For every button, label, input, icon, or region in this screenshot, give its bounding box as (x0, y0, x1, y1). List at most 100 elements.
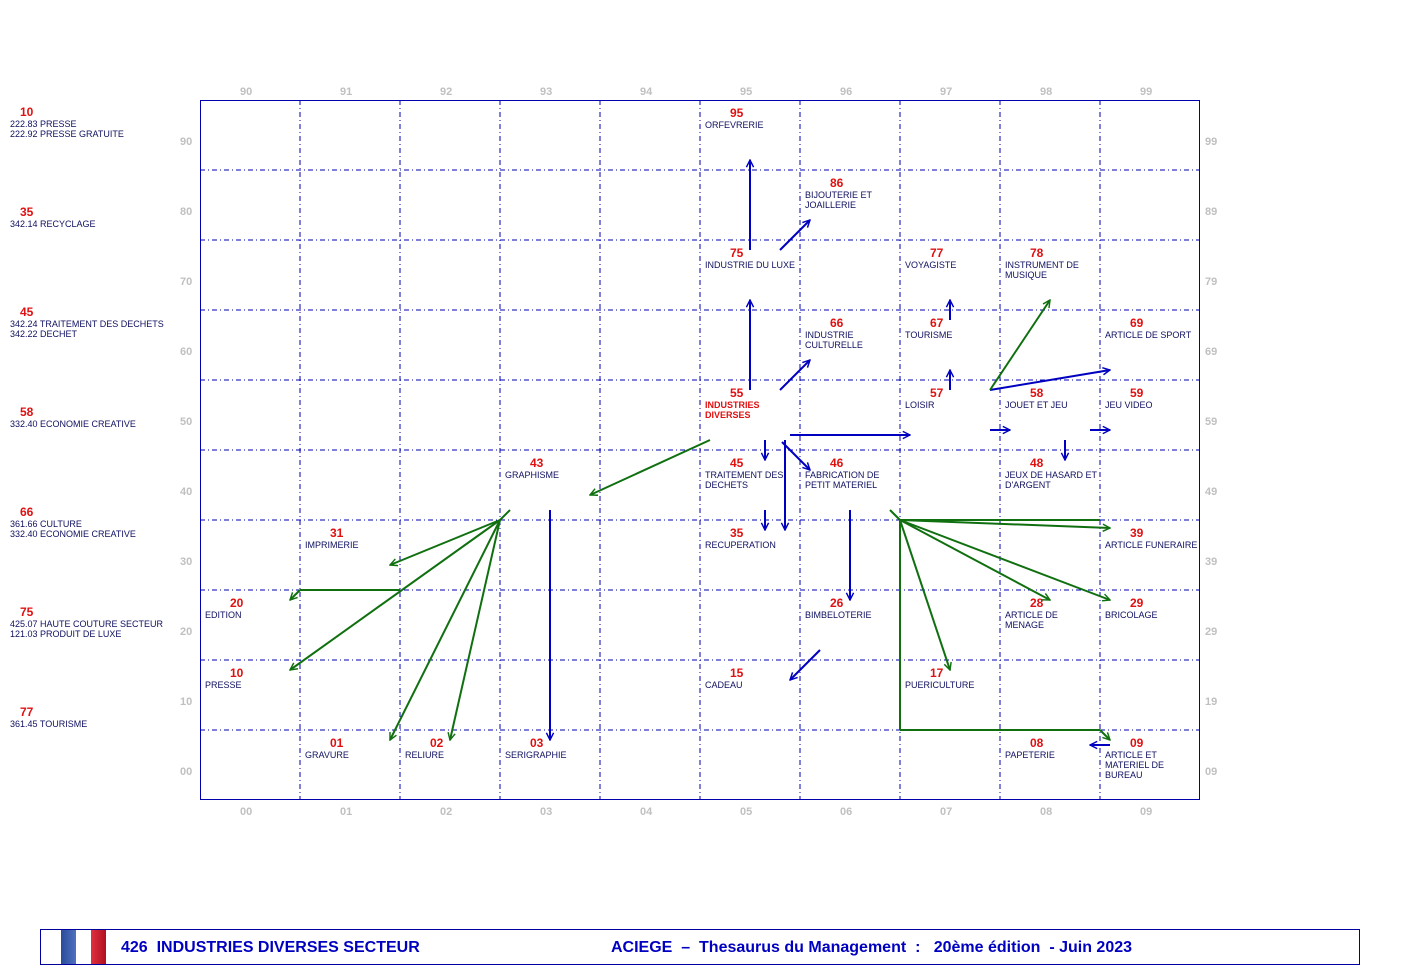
cell-label: EDITION (205, 610, 242, 620)
cell-label: GRAVURE (305, 750, 349, 760)
cell-code: 03 (530, 736, 544, 750)
cell-code: 15 (730, 666, 744, 680)
axis-label-left: 20 (180, 626, 193, 638)
axis-label-bottom: 00 (240, 806, 253, 818)
blue-arrow (989, 370, 1110, 391)
cell-code: 08 (1030, 736, 1044, 750)
axis-label-top: 96 (840, 86, 853, 98)
legend-code: 77 (20, 705, 34, 719)
legend-code: 75 (20, 605, 34, 619)
cell-label: RECUPERATION (705, 540, 776, 550)
axis-label-left: 50 (180, 416, 193, 428)
green-arrow (290, 589, 301, 600)
legend-code: 10 (20, 105, 34, 119)
green-arrow (590, 439, 711, 495)
blue-arrow (790, 649, 821, 680)
cell-label: INDUSTRIES DIVERSES (705, 400, 760, 420)
axis-label-right: 79 (1205, 276, 1218, 288)
axis-label-left: 80 (180, 206, 193, 218)
legend-line: 361.45 TOURISME (10, 719, 88, 729)
cell-label: GRAPHISME (505, 470, 560, 480)
green-arrow (899, 519, 950, 670)
cell-code: 57 (930, 386, 944, 400)
cell-label: PAPETERIE (1005, 750, 1055, 760)
footer-section-title: 426 INDUSTRIES DIVERSES SECTEUR (121, 939, 420, 956)
axis-label-top: 94 (640, 86, 653, 98)
axis-label-bottom: 07 (940, 806, 953, 818)
axis-label-bottom: 05 (740, 806, 753, 818)
blue-arrow (779, 360, 810, 391)
french-flag-icon (61, 930, 106, 964)
cell-code: 95 (730, 106, 744, 120)
axis-label-right: 69 (1205, 346, 1218, 358)
axis-label-left: 00 (180, 766, 193, 778)
legend-code: 58 (20, 405, 34, 419)
axis-label-bottom: 06 (840, 806, 853, 818)
axis-label-right: 39 (1205, 556, 1218, 568)
axis-label-left: 40 (180, 486, 193, 498)
legend-line: 361.66 CULTURE (10, 519, 82, 529)
axis-label-right: 49 (1205, 486, 1218, 498)
cell-code: 55 (730, 386, 744, 400)
cell-code: 46 (830, 456, 844, 470)
cell-code: 01 (330, 736, 344, 750)
cell-code: 02 (430, 736, 444, 750)
legend-line: 222.83 PRESSE (10, 119, 77, 129)
green-arrow (989, 300, 1050, 391)
green-arrow (899, 519, 1050, 601)
axis-label-top: 91 (340, 86, 353, 98)
cell-label: BIMBELOTERIE (805, 610, 872, 620)
legend-line: 332.40 ECONOMIE CREATIVE (10, 419, 136, 429)
legend-line: 342.14 RECYCLAGE (10, 219, 96, 229)
cell-code: 69 (1130, 316, 1144, 330)
green-arrow (450, 519, 501, 740)
green-arrow (390, 519, 501, 565)
blue-arrow (781, 441, 810, 470)
cell-label: JEU VIDEO (1105, 400, 1153, 410)
axis-label-top: 99 (1140, 86, 1153, 98)
axis-label-bottom: 08 (1040, 806, 1053, 818)
cell-label: VOYAGISTE (905, 260, 957, 270)
cell-code: 29 (1130, 596, 1144, 610)
cell-label: BRICOLAGE (1105, 610, 1158, 620)
axis-label-right: 19 (1205, 696, 1218, 708)
footer-bar: 426 INDUSTRIES DIVERSES SECTEUR ACIEGE –… (40, 929, 1360, 965)
axis-label-right: 89 (1205, 206, 1218, 218)
